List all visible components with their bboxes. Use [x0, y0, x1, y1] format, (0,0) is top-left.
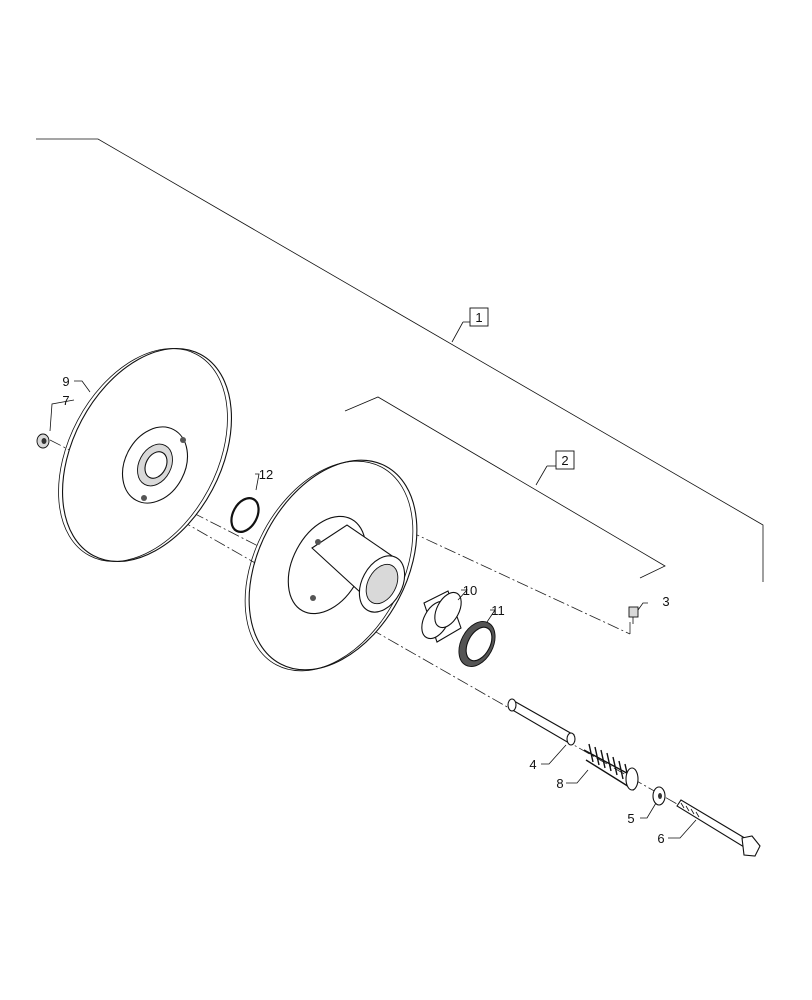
callout-10: 10 [463, 583, 477, 598]
callout-5: 5 [627, 811, 634, 826]
callout-2: 2 [561, 453, 568, 468]
washer [652, 786, 666, 806]
hex-bolt [676, 799, 761, 857]
rear-sheave-disc [58, 347, 233, 563]
seal-ring [458, 621, 496, 667]
pin [507, 698, 576, 746]
bushing [421, 590, 462, 643]
callout-9: 9 [62, 374, 69, 389]
front-sheave-hub [244, 459, 418, 672]
compression-spring [583, 743, 639, 791]
leader-lines [49, 380, 697, 839]
callout-11: 11 [491, 603, 505, 618]
callout-7: 7 [62, 393, 69, 408]
hex-nut [36, 433, 50, 449]
callout-12: 12 [259, 467, 273, 482]
callout-4: 4 [529, 757, 536, 772]
callout-3: 3 [662, 594, 669, 609]
callout-8: 8 [556, 776, 563, 791]
callout-1: 1 [475, 310, 482, 325]
assembly-bracket-1 [36, 138, 764, 582]
snap-ring [230, 497, 260, 533]
grease-fitting [628, 606, 639, 624]
callout-6: 6 [657, 831, 664, 846]
assembly-bracket-2 [344, 396, 666, 579]
